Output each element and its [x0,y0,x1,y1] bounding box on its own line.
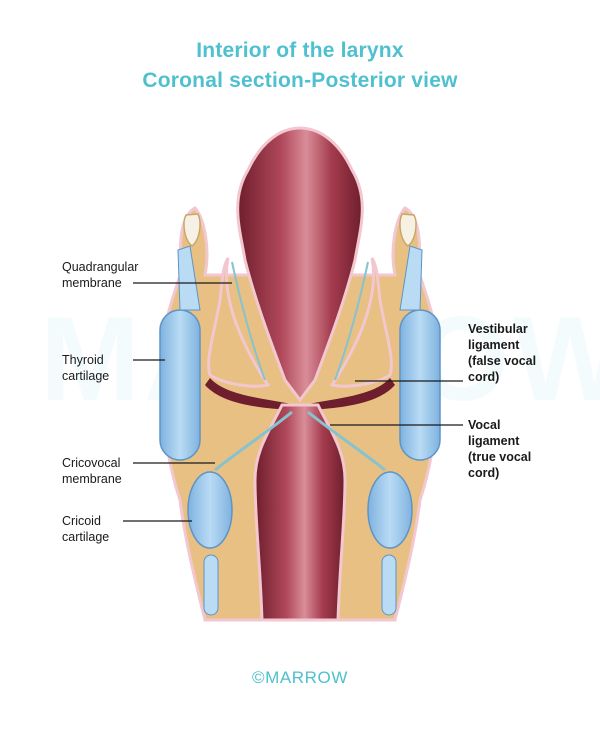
thyroid-upper-right [399,245,423,311]
vestibular-fold-left [207,257,271,388]
ventricle-left [205,378,292,410]
label-cricoid-line-2: cartilage [62,530,110,544]
label-thyroid-cartilage: Thyroid cartilage [62,352,109,384]
label-vestibular-line-1: Vestibular [468,322,528,336]
label-vestibular-line-3: (false vocal [468,354,537,368]
label-vestibular-line-4: cord) [468,370,500,384]
cricoid-cartilage-right [367,471,413,549]
vocal-ligament-left [214,410,293,472]
diagram-title: Interior of the larynx Coronal section-P… [0,36,600,96]
label-quadrangular-line-1: Quadrangular [62,260,139,274]
label-cricovocal-line-2: membrane [62,472,122,486]
label-vestibular-ligament: Vestibular ligament (false vocal cord) [468,321,536,385]
title-line-1: Interior of the larynx [196,39,404,62]
label-thyroid-line-2: cartilage [62,369,110,383]
label-cricoid-cartilage: Cricoid cartilage [62,513,109,545]
tracheal-ring-right [381,554,397,616]
quadrangular-line-right [334,261,369,381]
thyroid-upper-left [177,245,201,311]
title-line-2: Coronal section-Posterior view [142,69,458,92]
label-quadrangular-line-2: membrane [62,276,122,290]
cricoid-cartilage-left [187,471,233,549]
epiglottis-left [183,213,201,247]
thyroid-cartilage-left [159,309,201,461]
label-thyroid-line-1: Thyroid [62,353,104,367]
label-vocal-line-1: Vocal [468,418,501,432]
trachea-lumen [253,403,347,622]
ventricle-right [308,378,395,410]
label-vestibular-line-2: ligament [468,338,520,352]
quadrangular-line-left [231,261,266,381]
label-cricovocal-membrane: Cricovocal membrane [62,455,122,487]
laryngeal-inlet [236,126,364,403]
tracheal-ring-left [203,554,219,616]
footer-logo: ©MARROW [251,668,349,687]
label-cricovocal-line-1: Cricovocal [62,456,121,470]
label-vocal-line-3: (true vocal [468,450,532,464]
label-vocal-line-2: ligament [468,434,520,448]
label-cricoid-line-1: Cricoid [62,514,101,528]
vestibular-fold-right [329,257,393,388]
vocal-ligament-right [307,410,386,472]
label-quadrangular-membrane: Quadrangular membrane [62,259,138,291]
label-vocal-line-4: cord) [468,466,500,480]
thyroid-cartilage-right [399,309,441,461]
epiglottis-right [399,213,417,247]
label-vocal-ligament: Vocal ligament (true vocal cord) [468,417,531,481]
